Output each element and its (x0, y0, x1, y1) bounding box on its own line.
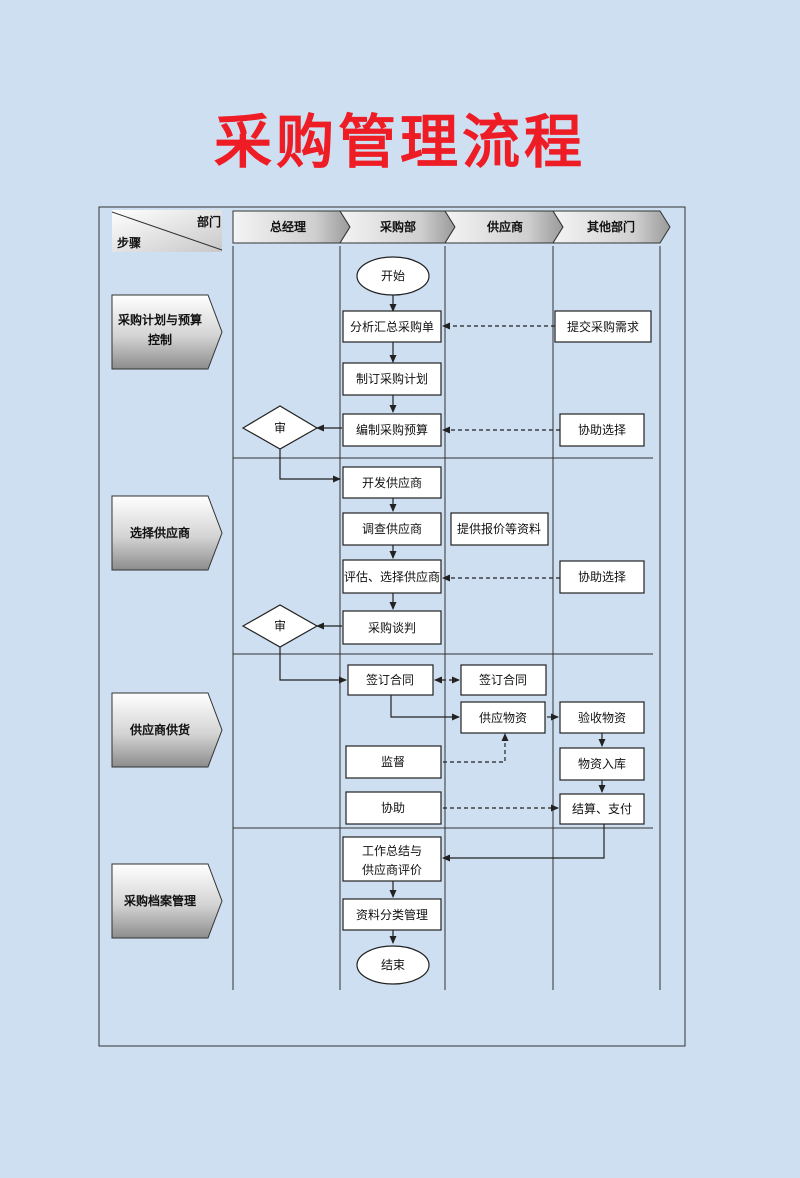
node-start-label: 开始 (381, 269, 405, 283)
node-supervise-label: 监督 (381, 754, 405, 769)
node-provide-quote-label: 提供报价等资料 (457, 521, 541, 536)
lane-label-other: 其他部门 (587, 219, 635, 234)
dept-label: 部门 (197, 214, 221, 229)
corner-header: 部门 步骤 (111, 210, 223, 252)
stage-plan-budget-line1: 采购计划与预算 (117, 312, 202, 327)
node-analyze (342, 310, 442, 343)
node-summary-line2: 供应商评价 (362, 862, 422, 877)
edge-approve1-develop (279, 448, 341, 483)
node-sign-supplier (460, 664, 547, 696)
node-assist1-label: 协助选择 (578, 422, 626, 437)
lane-headers: 总经理 采购部 供应商 其他部门 (232, 210, 671, 244)
node-negotiate (342, 610, 442, 645)
node-provide-quote (450, 512, 549, 546)
node-settle (559, 793, 645, 825)
node-inspect-label: 验收物资 (578, 710, 626, 725)
node-assist3 (345, 791, 442, 825)
node-budget-label: 编制采购预算 (356, 422, 428, 437)
step-label: 步骤 (117, 235, 141, 250)
stage-select-supplier (111, 495, 223, 571)
node-settle-label: 结算、支付 (572, 801, 632, 816)
node-assist3-label: 协助 (381, 800, 405, 815)
node-archive-label: 资料分类管理 (356, 907, 428, 922)
node-submit-req-label: 提交采购需求 (567, 319, 639, 334)
node-assist2 (559, 560, 645, 594)
node-sign-supplier-label: 签订合同 (479, 672, 527, 687)
node-labels: 开始 分析汇总采购单 提交采购需求 制订采购计划 审 编制采购预算 协助选择 开… (274, 269, 639, 972)
node-supervise (345, 745, 442, 779)
dashed-connectors (434, 322, 560, 812)
node-approve1-label: 审 (274, 420, 286, 435)
node-end-label: 结束 (381, 958, 405, 972)
node-evaluate (342, 559, 442, 594)
node-investigate-label: 调查供应商 (362, 521, 422, 536)
edge-settle-summary (442, 824, 605, 862)
edge-approve2-sign (279, 646, 347, 684)
node-inspect (559, 701, 645, 734)
lane-label-purchasing: 采购部 (379, 219, 416, 234)
node-supply (460, 701, 546, 734)
connectors (279, 295, 606, 944)
node-start (356, 256, 430, 296)
node-summary (342, 836, 442, 882)
node-archive (342, 898, 442, 931)
stage-plan-budget-line2: 控制 (148, 332, 172, 347)
node-make-plan (342, 362, 442, 396)
node-supply-label: 供应物资 (479, 710, 527, 725)
lane-label-supplier: 供应商 (486, 219, 523, 234)
lane-header-other (552, 210, 671, 244)
stage-separators (233, 457, 653, 829)
lane-label-gm: 总经理 (270, 219, 306, 234)
stage-plan-budget (111, 294, 223, 370)
node-assist2-label: 协助选择 (578, 569, 626, 584)
stage-supply (111, 692, 223, 768)
node-warehouse-label: 物资入库 (578, 756, 626, 771)
node-develop (342, 466, 442, 499)
stage-supply-label: 供应商供货 (129, 722, 190, 737)
edge-sign-supply (390, 695, 460, 721)
node-approve1 (241, 405, 319, 450)
node-evaluate-label: 评估、选择供应商 (344, 569, 440, 584)
node-sign-buyer (347, 664, 434, 696)
lane-dividers (232, 246, 661, 990)
node-assist1 (559, 413, 645, 447)
node-investigate (342, 512, 442, 546)
node-end (356, 945, 430, 985)
page-title: 采购管理流程 (213, 108, 586, 176)
node-approve2 (241, 604, 319, 648)
node-make-plan-label: 制订采购计划 (356, 371, 428, 386)
node-warehouse (559, 747, 645, 781)
stage-archive (111, 863, 223, 939)
node-submit-req (554, 310, 652, 343)
node-approve2-label: 审 (274, 618, 286, 633)
edge-supervise-supply (443, 733, 509, 763)
node-negotiate-label: 采购谈判 (368, 620, 416, 635)
stage-labels: 采购计划与预算 控制 选择供应商 供应商供货 采购档案管理 (111, 294, 223, 939)
node-summary-line1: 工作总结与 (362, 844, 422, 858)
stage-select-supplier-label: 选择供应商 (130, 525, 190, 540)
stage-archive-label: 采购档案管理 (123, 893, 196, 908)
node-sign-buyer-label: 签订合同 (366, 672, 414, 687)
node-analyze-label: 分析汇总采购单 (350, 319, 434, 334)
node-develop-label: 开发供应商 (362, 475, 422, 490)
nodes (241, 256, 652, 985)
node-budget (342, 413, 442, 447)
